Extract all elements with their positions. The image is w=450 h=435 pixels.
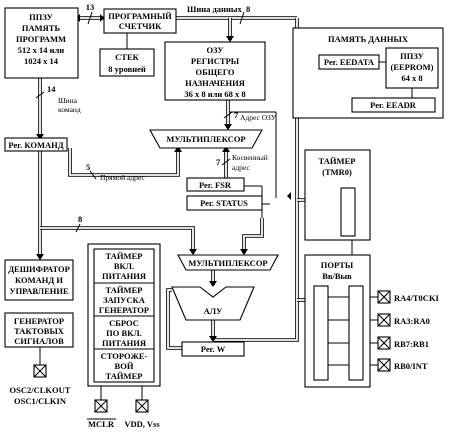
pin-ra4-label: RA4/T0CKI	[394, 293, 440, 303]
status-register	[186, 195, 263, 211]
cmd-bus-label-2: команд	[58, 105, 81, 114]
ram-registers	[164, 41, 266, 101]
osc-line1: OSC2/CLKOUT	[10, 385, 71, 395]
pin-power	[135, 399, 149, 413]
data-bus-width: 8	[246, 4, 250, 14]
sv-t8: ПО ВКЛ.	[106, 328, 142, 338]
program-memory-line2: ПАМЯТЬ	[22, 23, 61, 33]
indirect-addr-label-2: адрес	[232, 163, 250, 172]
eeprom-line2: (EEPROM)	[391, 62, 434, 72]
pin-osc	[33, 364, 47, 378]
power-label: VDD, Vss	[124, 419, 160, 429]
eeprom-line1: ППЗУ	[400, 51, 424, 61]
bus-8-label: 8	[78, 214, 82, 224]
stack-line2: 8 уровней	[108, 64, 146, 74]
fsr-register	[186, 177, 245, 192]
ports-pin-bar	[348, 285, 364, 381]
alu-label: АЛУ	[204, 306, 223, 316]
instruction-register	[4, 137, 68, 152]
alu-multiplexer	[177, 254, 279, 271]
decoder-line2: КОМАНД И	[15, 275, 63, 285]
eeadr-register	[351, 97, 436, 113]
alu	[171, 286, 255, 321]
sv-t7: СБРОС	[109, 318, 139, 328]
program-memory-line1: ППЗУ	[29, 12, 53, 22]
clock-generator	[4, 312, 74, 348]
ports-bus-bar	[313, 285, 329, 381]
w-register	[181, 341, 245, 357]
clock-line1: ГЕНЕРАТОР	[14, 316, 64, 326]
pin-rb7	[377, 336, 391, 350]
bus-7b-label: 7	[216, 157, 221, 167]
eeadr-label: Рег. EEADR	[370, 100, 417, 110]
eedata-label: Рег. EEDATA	[324, 57, 375, 67]
pin-mclr	[94, 399, 108, 413]
program-memory-line5: 1024 x 14	[24, 56, 59, 66]
direct-addr-label: Прямой адрес	[100, 173, 145, 182]
ram-line4: НАЗНАЧЕНИЯ	[185, 78, 245, 88]
pin-rb0-label: RB0/INT	[394, 361, 428, 371]
sv-t4: ТАЙМЕР	[106, 285, 143, 295]
mux-top-label: МУЛЬТИПЛЕКСОР	[166, 134, 245, 144]
eeprom-line3: 64 x 8	[401, 73, 422, 83]
fsr-label: Рег. FSR	[199, 180, 232, 190]
status-label: Рег. STATUS	[200, 198, 248, 208]
bus-ticks	[35, 11, 245, 233]
pin-ra4	[377, 290, 391, 304]
ram-line2: РЕГИСТРЫ	[191, 56, 240, 66]
bus-13-label: 13	[86, 2, 95, 12]
ram-line5: 36 x 8 или 68 x 8	[184, 89, 245, 99]
sv-t11: ВОЙ	[115, 361, 134, 371]
stack	[99, 48, 155, 77]
timer-counter	[340, 187, 356, 237]
decoder-line1: ДЕШИФРАТОР	[8, 264, 70, 274]
sv-t5: ЗАПУСКА	[103, 295, 146, 305]
mclr-label: MCLR	[88, 419, 115, 429]
bus-14-label: 14	[47, 84, 56, 94]
program-counter-line1: ПРОГРАМНЫЙ	[108, 11, 172, 21]
program-counter-line2: СЧЕТЧИК	[119, 21, 162, 31]
data-bus-label: Шина данных	[187, 4, 242, 14]
ram-line3: ОБЩЕГО	[195, 67, 234, 77]
program-memory	[4, 7, 79, 79]
timer-line2: (TMR0)	[322, 167, 352, 177]
timer-line1: ТАЙМЕР	[319, 156, 356, 166]
sv-t3: ПИТАНИЯ	[102, 271, 146, 281]
bus-7a-label: 7	[234, 110, 239, 120]
decoder-line3: УПРАВЛЕНИЕ	[9, 286, 69, 296]
sv-t6: ГЕНЕРАТОР	[99, 305, 149, 315]
sv-t2: ВКЛ.	[114, 261, 134, 271]
pin-rb7-label: RB7:RB1	[394, 339, 429, 349]
bus-5-label: 5	[86, 162, 90, 172]
program-memory-line3: ПРОГРАММ	[16, 34, 66, 44]
program-memory-line4: 512 x 14 или	[18, 45, 65, 55]
stack-line1: СТЕК	[115, 52, 139, 62]
ports-line1: ПОРТЫ	[321, 260, 354, 270]
osc-line2: OSC1/CLKIN	[14, 396, 67, 406]
timer-tmr0	[304, 149, 371, 241]
sv-t9: ПИТАНИЯ	[102, 338, 146, 348]
instruction-decoder	[4, 259, 74, 301]
ports-line2: Вв/Выв	[322, 271, 352, 281]
clock-line2: ТАКТОВЫХ	[14, 326, 65, 336]
pin-ra3-label: RA3:RA0	[394, 316, 430, 326]
ram-line1: ОЗУ	[206, 45, 224, 55]
clock-line3: СИГНАЛОВ	[14, 336, 64, 346]
mux-bottom-label: МУЛЬТИПЛЕКСОР	[188, 258, 267, 268]
sv-t12: ТАЙМЕР	[106, 371, 143, 381]
pin-ra3	[377, 313, 391, 327]
indirect-addr-label-1: Косвенный	[232, 153, 268, 162]
pin-rb0	[377, 358, 391, 372]
sv-t10: СТОРОЖЕ-	[101, 351, 148, 361]
program-counter	[103, 8, 177, 34]
cmd-bus-label-1: Шина	[58, 96, 78, 105]
ram-addr-label: Адрес ОЗУ	[240, 113, 277, 122]
sv-t1: ТАЙМЕР	[106, 251, 143, 261]
data-memory-title: ПАМЯТЬ ДАННЫХ	[328, 34, 409, 44]
address-multiplexer	[149, 129, 263, 149]
w-register-label: Рег. W	[201, 344, 226, 354]
instruction-register-label: Рег. КОМАНД	[8, 140, 63, 150]
eeprom	[385, 47, 439, 89]
